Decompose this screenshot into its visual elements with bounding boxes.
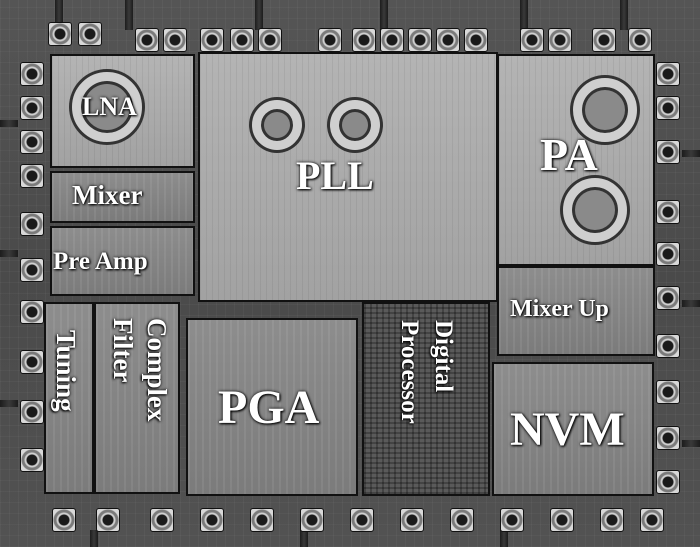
bond-pad <box>548 28 572 52</box>
bond-wire <box>90 530 98 547</box>
bond-pad <box>52 508 76 532</box>
bond-pad <box>640 508 664 532</box>
bond-pad <box>258 28 282 52</box>
tuning-label: Tuning <box>51 330 81 412</box>
mixer-up-label: Mixer Up <box>510 296 609 322</box>
bond-wire <box>500 530 508 547</box>
bond-pad <box>656 286 680 310</box>
bond-pad <box>163 28 187 52</box>
mixer-block <box>50 171 195 223</box>
bond-pad <box>352 28 376 52</box>
bond-pad <box>48 22 72 46</box>
pa-inductor-top <box>573 78 637 142</box>
bond-wire <box>0 250 18 257</box>
bond-pad <box>300 508 324 532</box>
bond-wire <box>0 400 18 407</box>
pll-inductor-left <box>252 100 302 150</box>
bond-wire <box>300 530 308 547</box>
bond-wire <box>682 300 700 307</box>
bond-pad <box>78 22 102 46</box>
bond-wire <box>0 120 18 127</box>
bond-pad <box>20 258 44 282</box>
digital-processor-label: Digital Processor <box>396 320 457 424</box>
bond-pad <box>20 130 44 154</box>
bond-pad <box>600 508 624 532</box>
bond-pad <box>150 508 174 532</box>
pll-label: PLL <box>296 153 374 198</box>
nvm-block <box>492 362 654 496</box>
bond-pad <box>408 28 432 52</box>
bond-pad <box>656 426 680 450</box>
bond-pad <box>20 62 44 86</box>
bond-pad <box>464 28 488 52</box>
bond-pad <box>20 400 44 424</box>
bond-pad <box>656 242 680 266</box>
bond-pad <box>628 28 652 52</box>
pa-label: PA <box>540 129 598 180</box>
pa-inductor-bottom <box>563 178 627 242</box>
digital-processor-block <box>362 302 490 496</box>
pga-block <box>186 318 358 496</box>
complex-filter-block <box>94 302 180 494</box>
bond-pad <box>592 28 616 52</box>
lna-inductor <box>72 72 142 142</box>
bond-pad <box>200 508 224 532</box>
bond-pad <box>350 508 374 532</box>
bond-wire <box>682 440 700 447</box>
bond-pad <box>380 28 404 52</box>
bond-wire <box>520 0 528 30</box>
bond-pad <box>20 164 44 188</box>
bond-pad <box>20 212 44 236</box>
bond-pad <box>318 28 342 52</box>
tuning-block <box>44 302 94 494</box>
bond-wire <box>255 0 263 30</box>
bond-pad <box>450 508 474 532</box>
bond-wire <box>620 0 628 30</box>
pga-label: PGA <box>218 381 320 434</box>
bond-wire <box>380 0 388 30</box>
bond-pad <box>656 470 680 494</box>
pre-amp-label: Pre Amp <box>53 248 148 275</box>
pre-amp-block <box>50 226 195 296</box>
bond-pad <box>250 508 274 532</box>
bond-pad <box>20 350 44 374</box>
bond-pad <box>656 334 680 358</box>
complex-filter-label: Complex Filter <box>108 318 172 422</box>
pll-inductor-right <box>330 100 380 150</box>
bond-wire <box>682 150 700 157</box>
bond-pad <box>400 508 424 532</box>
bond-pad <box>20 448 44 472</box>
bond-pad <box>550 508 574 532</box>
bond-pad <box>656 96 680 120</box>
bond-pad <box>520 28 544 52</box>
pll-block <box>198 52 498 302</box>
bond-pad <box>656 62 680 86</box>
bond-pad <box>20 300 44 324</box>
mixer-up-block <box>497 266 655 356</box>
bond-pad <box>200 28 224 52</box>
bond-pad <box>656 380 680 404</box>
bond-pad <box>436 28 460 52</box>
bond-pad <box>230 28 254 52</box>
bond-pad <box>656 200 680 224</box>
bond-pad <box>96 508 120 532</box>
bond-wire <box>55 0 63 30</box>
lna-label: LNA <box>82 92 137 121</box>
mixer-label: Mixer <box>72 180 143 210</box>
nvm-label: NVM <box>510 403 625 456</box>
bond-pad <box>20 96 44 120</box>
bond-pad <box>656 140 680 164</box>
bond-wire <box>125 0 133 30</box>
bond-pad <box>500 508 524 532</box>
bond-pad <box>135 28 159 52</box>
